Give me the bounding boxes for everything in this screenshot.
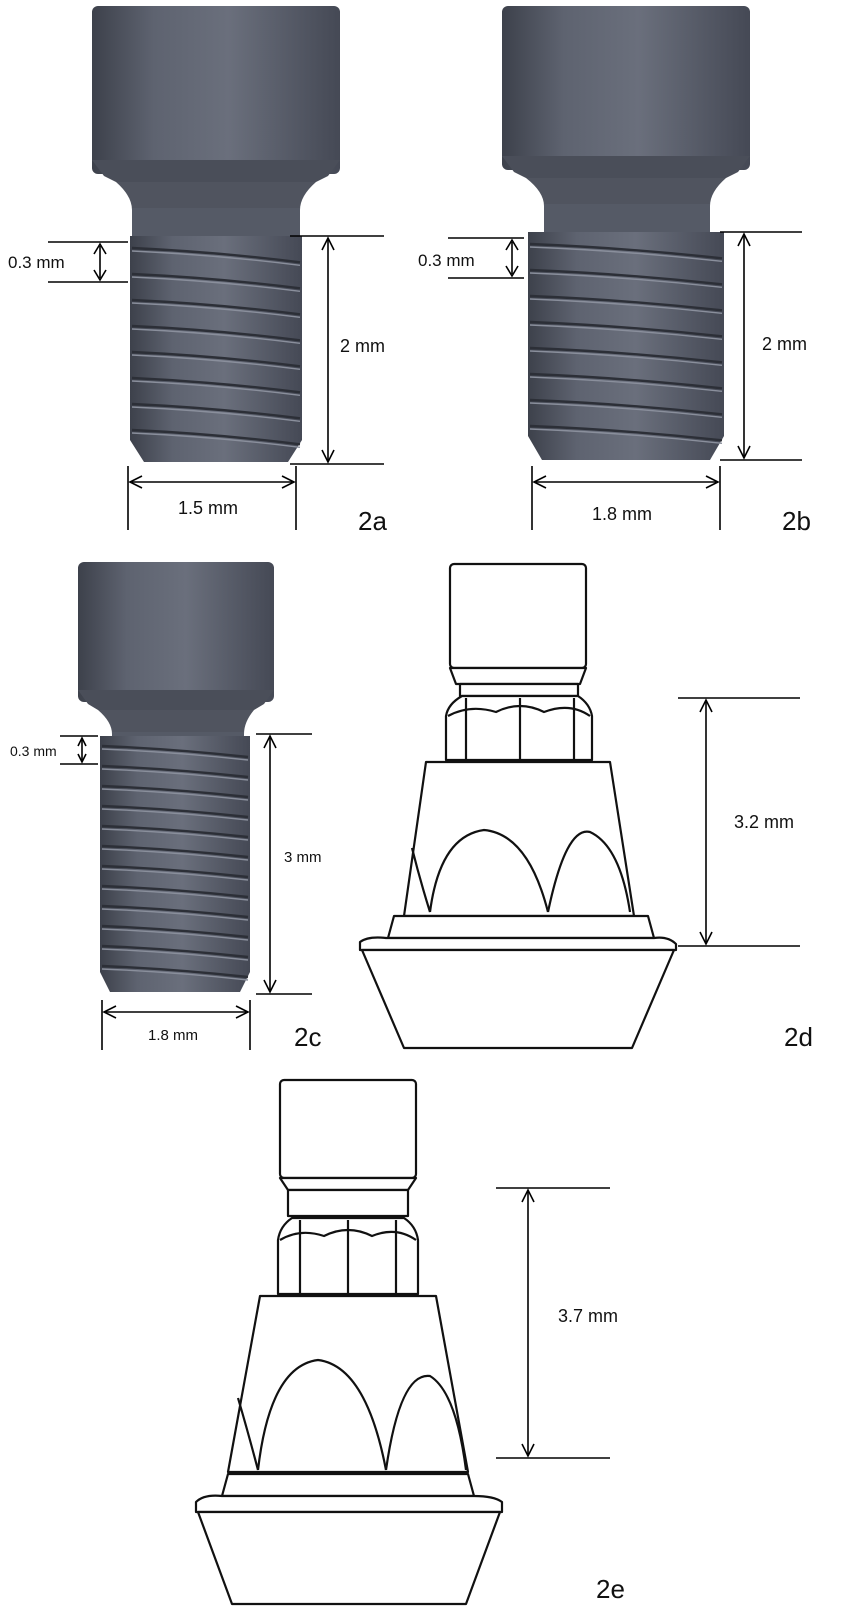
thread-line bbox=[101, 824, 249, 839]
thread-highlight bbox=[101, 788, 249, 801]
panel-label: 2e bbox=[596, 1574, 625, 1604]
length-label: 3 mm bbox=[284, 849, 322, 866]
thread-highlight bbox=[101, 888, 249, 901]
diameter-label: 1.5 mm bbox=[178, 498, 238, 518]
thread-line bbox=[131, 428, 301, 446]
thread-highlight bbox=[101, 828, 249, 841]
thread-line bbox=[101, 924, 249, 939]
diameter-dimension: 1.8 mm bbox=[101, 1000, 251, 1050]
abutment-2e-drawing bbox=[194, 1078, 504, 1606]
diameter-label: 1.8 mm bbox=[148, 1027, 198, 1044]
thread-highlight bbox=[131, 328, 301, 344]
panel-label: 2d bbox=[784, 1022, 813, 1052]
thread-line bbox=[101, 864, 249, 879]
thread-highlight bbox=[131, 432, 301, 448]
length-label: 2 mm bbox=[340, 336, 385, 356]
thread-line bbox=[101, 784, 249, 799]
height-dimension: 3.2 mm bbox=[678, 697, 800, 947]
thread-lines bbox=[131, 246, 301, 448]
height-label: 3.7 mm bbox=[558, 1306, 618, 1326]
panel-label: 2c bbox=[294, 1022, 321, 1052]
thread-highlight bbox=[529, 350, 723, 366]
panel-label: 2a bbox=[358, 506, 387, 536]
screw-2c-drawing bbox=[78, 562, 274, 992]
thread-line bbox=[131, 246, 301, 264]
height-label: 3.2 mm bbox=[734, 812, 794, 832]
thread-highlight bbox=[101, 968, 249, 981]
thread-highlight bbox=[529, 376, 723, 392]
thread-lines bbox=[101, 744, 249, 981]
thread-line bbox=[101, 844, 249, 859]
thread-highlight bbox=[101, 948, 249, 961]
thread-highlight bbox=[101, 808, 249, 821]
thread-highlight bbox=[131, 250, 301, 266]
pitch-label: 0.3 mm bbox=[10, 743, 57, 759]
length-label: 2 mm bbox=[762, 334, 807, 354]
thread-line bbox=[529, 346, 723, 364]
thread-line bbox=[101, 764, 249, 779]
thread-line bbox=[101, 964, 249, 979]
thread-line bbox=[529, 424, 723, 442]
thread-highlight bbox=[529, 324, 723, 340]
thread-line bbox=[529, 242, 723, 260]
thread-line bbox=[101, 804, 249, 819]
diameter-dimension: 1.5 mm bbox=[127, 466, 297, 530]
thread-line bbox=[101, 904, 249, 919]
panel-label: 2b bbox=[782, 506, 811, 536]
thread-highlight bbox=[131, 406, 301, 422]
thread-line bbox=[529, 268, 723, 286]
abutment-2d: 3.2 mm 2d bbox=[358, 562, 813, 1052]
thread-highlight bbox=[529, 272, 723, 288]
screw-2a: 0.3 mm 2 mm 1.5 mm 2a bbox=[8, 6, 387, 536]
thread-highlight bbox=[101, 848, 249, 861]
thread-highlight bbox=[131, 276, 301, 292]
thread-line bbox=[131, 272, 301, 290]
thread-line bbox=[529, 320, 723, 338]
screw-2b-drawing bbox=[502, 6, 750, 460]
thread-highlight bbox=[529, 402, 723, 418]
thread-line bbox=[529, 398, 723, 416]
pitch-dimension: 0.3 mm bbox=[418, 237, 524, 279]
screw-2c: 0.3 mm 3 mm 1.8 mm 2c bbox=[10, 562, 322, 1052]
length-dimension: 2 mm bbox=[290, 235, 385, 465]
thread-highlight bbox=[101, 928, 249, 941]
pitch-dimension: 0.3 mm bbox=[8, 241, 128, 283]
height-dimension: 3.7 mm bbox=[496, 1187, 618, 1459]
diameter-dimension: 1.8 mm bbox=[531, 466, 721, 530]
thread-highlight bbox=[529, 246, 723, 262]
length-dimension: 3 mm bbox=[256, 733, 322, 995]
screw-2b: 0.3 mm 2 mm 1.8 mm 2b bbox=[418, 6, 811, 536]
abutment-2d-drawing bbox=[358, 562, 678, 1050]
abutment-2e: 3.7 mm 2e bbox=[194, 1078, 625, 1606]
thread-line bbox=[529, 294, 723, 312]
thread-highlight bbox=[529, 428, 723, 444]
thread-line bbox=[131, 324, 301, 342]
thread-line bbox=[529, 372, 723, 390]
thread-lines bbox=[529, 242, 723, 444]
pitch-label: 0.3 mm bbox=[418, 251, 475, 270]
thread-highlight bbox=[131, 302, 301, 318]
pitch-label: 0.3 mm bbox=[8, 253, 65, 272]
thread-line bbox=[101, 884, 249, 899]
thread-highlight bbox=[131, 354, 301, 370]
thread-line bbox=[131, 350, 301, 368]
screw-2a-drawing bbox=[92, 6, 340, 462]
thread-highlight bbox=[529, 298, 723, 314]
thread-line bbox=[101, 944, 249, 959]
thread-highlight bbox=[131, 380, 301, 396]
thread-line bbox=[101, 744, 249, 759]
thread-line bbox=[131, 298, 301, 316]
pitch-dimension: 0.3 mm bbox=[10, 735, 98, 765]
length-dimension: 2 mm bbox=[720, 231, 807, 461]
thread-highlight bbox=[101, 868, 249, 881]
thread-highlight bbox=[101, 908, 249, 921]
thread-line bbox=[131, 376, 301, 394]
diameter-label: 1.8 mm bbox=[592, 504, 652, 524]
thread-highlight bbox=[101, 768, 249, 781]
thread-highlight bbox=[101, 748, 249, 761]
thread-line bbox=[131, 402, 301, 420]
